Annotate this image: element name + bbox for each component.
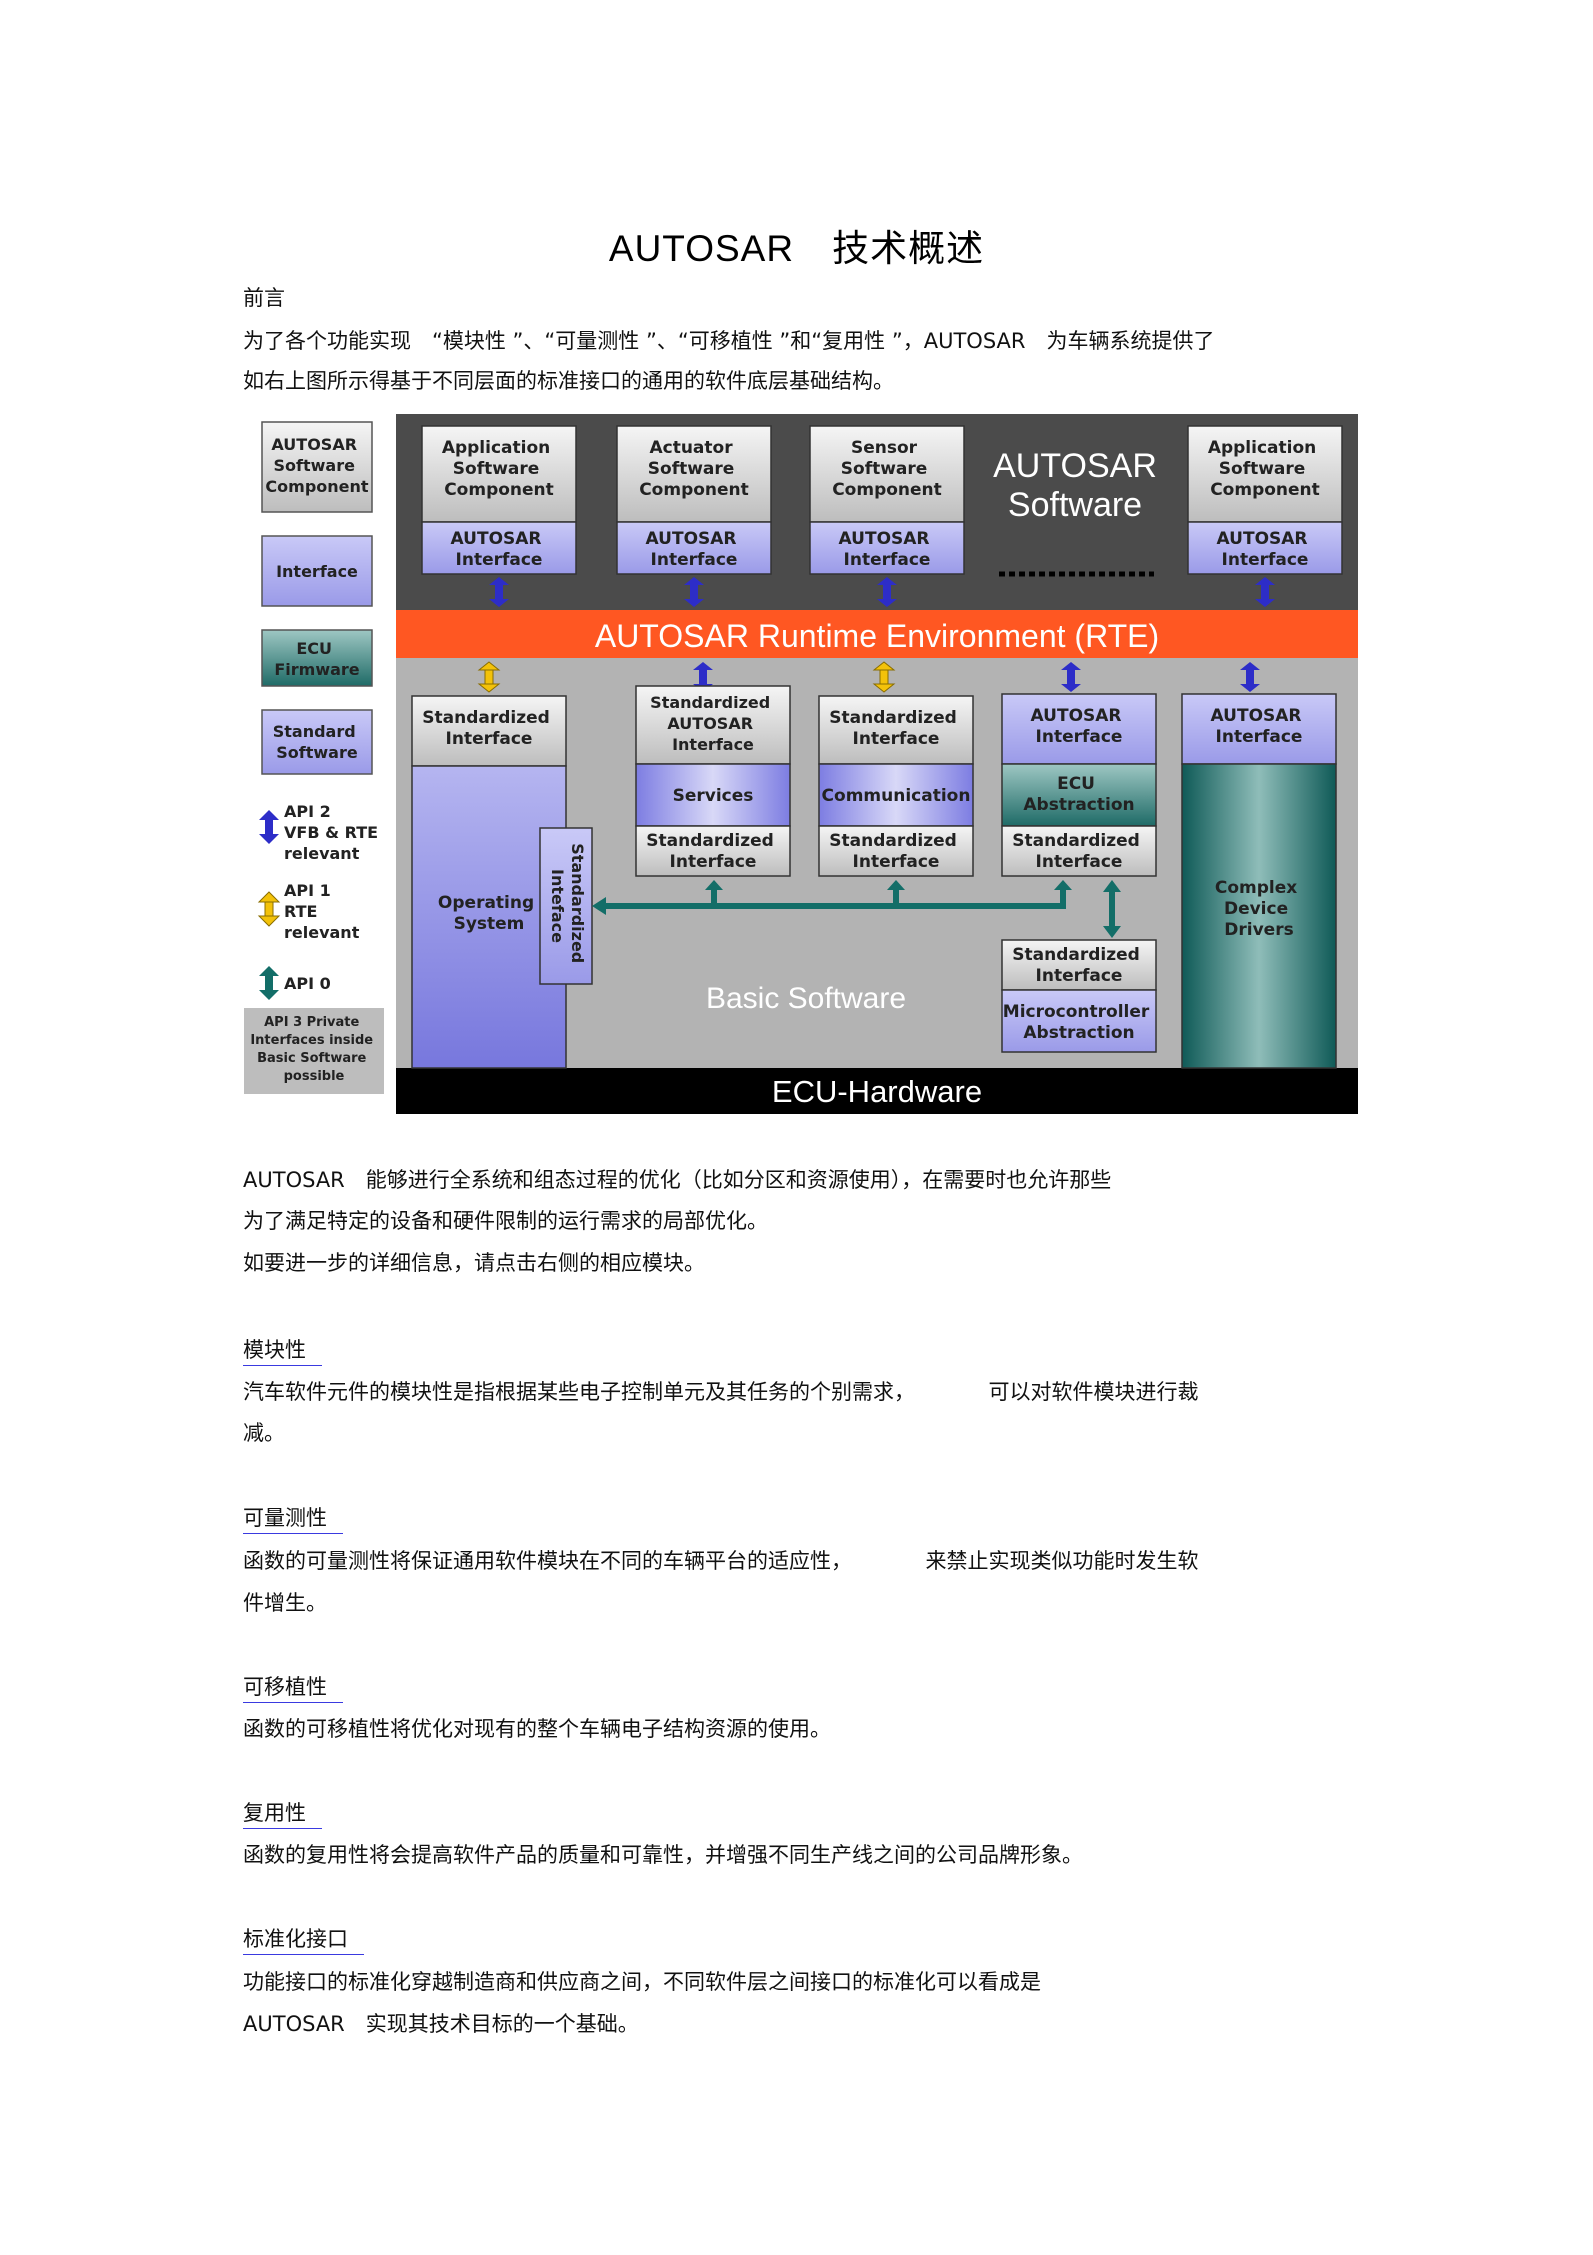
ecu-abstraction-label: ECU Abstraction [1023,774,1134,815]
section-modularity-line-2: 减。 [243,1421,285,1445]
legend: AUTOSAR Software Component Interface ECU… [244,421,384,1094]
operating-system-label: Operating System [438,893,540,934]
section-standardized-interfaces-line-2: AUTOSAR 实现其技术目标的一个基础。 [243,2012,639,2036]
microcontroller-abstraction-block: Standardized Interface Microcontroller A… [1001,939,1157,1053]
svg-text:Standardized Interface: Standardized Interface [829,708,962,749]
legend-api1-label: API 1 RTE relevant [284,881,360,942]
sensor-swc: Sensor Software Component AUTOSAR Interf… [809,425,965,575]
services-column: Standardized AUTOSAR Interface Services … [635,685,791,877]
preface-heading: 前言 [243,286,285,310]
svg-text:Standardized Interface: Standardized Interface [1012,945,1145,986]
ecu-abstraction-column: AUTOSAR Interface ECU Abstraction Standa… [1001,693,1157,877]
svg-text:AUTOSAR Interface: AUTOSAR Interface [1031,706,1128,747]
services-label: Services [673,786,754,806]
legend-swc-label: AUTOSAR Software Component [265,435,368,496]
section-portability-line-1: 函数的可移植性将优化对现有的整个车辆电子结构资源的使用。 [243,1717,831,1741]
section-standardized-interfaces-line-1: 功能接口的标准化穿越制造商和供应商之间，不同软件层之间接口的标准化可以看成是 [243,1970,1041,1994]
svg-text:AUTOSAR Interface: AUTOSAR Interface [1217,529,1314,570]
intro-line-1: 为了各个功能实现 “模块性 ”、“可量测性 ”、“可移植性 ”和“复用性 ”，A… [243,329,1215,353]
section-title-standardized-interfaces[interactable]: 标准化接口 [243,1924,364,1955]
svg-text:Sensor Software Co: Sensor Software Component [832,438,942,500]
intro-line-2: 如右上图所示得基于不同层面的标准接口的通用的软件底层基础结构。 [243,369,894,393]
svg-text:Standardized AUTOSAR: Standardized AUTOSAR Interface [650,693,776,754]
basic-software-label: Basic Software [706,982,906,1015]
complex-device-drivers-column: AUTOSAR Interface Complex Device Drivers [1181,693,1337,1069]
communication-column: Standardized Interface Communication Sta… [818,695,974,877]
svg-text:Standardized Interface: Standardized Interface [829,831,962,872]
svg-text:Application Software: Application Software Component [442,438,556,500]
svg-text:Standardized Interface: Standardized Interface [1012,831,1145,872]
body-line-2: 为了满足特定的设备和硬件限制的运行需求的局部优化。 [243,1209,768,1233]
rte-label: AUTOSAR Runtime Environment (RTE) [595,618,1159,654]
section-modularity-line-1: 汽车软件元件的模块性是指根据某些电子控制单元及其任务的个别需求， 可以对软件模块… [243,1380,1199,1404]
svg-text:AUTOSAR Interface: AUTOSAR Interface [646,529,743,570]
complex-device-drivers-label: Complex Device Drivers [1215,878,1303,940]
body-line-3: 如要进一步的详细信息，请点击右侧的相应模块。 [243,1251,705,1275]
legend-api3-label: API 3 Private Interfaces inside Basic So… [250,1015,377,1084]
autosar-architecture-diagram: AUTOSAR Software Component Interface ECU… [244,414,1358,1114]
api2-arrow-icon [259,810,279,844]
rte-bar [396,610,1358,658]
section-title-portability[interactable]: 可移植性 [243,1672,343,1703]
svg-text:AUTOSAR Interface: AUTOSAR Interface [451,529,548,570]
ecu-hardware-label: ECU-Hardware [772,1074,982,1109]
section-reusability-line-1: 函数的复用性将会提高软件产品的质量和可靠性，并增强不同生产线之间的公司品牌形象。 [243,1843,1083,1867]
api0-arrow-icon [259,966,279,1000]
api1-arrow-icon [257,891,281,927]
microcontroller-abstraction-label: Microcontroller Abstraction [1003,1002,1155,1043]
body-line-1: AUTOSAR 能够进行全系统和组态过程的优化（比如分区和资源使用），在需要时也… [243,1168,1112,1192]
app-swc-1: Application Software Component AUTOSAR I… [421,425,577,575]
app-swc-2: Application Software Component AUTOSAR I… [1187,425,1343,575]
legend-standard-software-label: Standard Software [273,722,362,762]
section-title-modularity[interactable]: 模块性 [243,1335,322,1366]
communication-label: Communication [822,786,971,806]
section-scalability-line-1: 函数的可量测性将保证通用软件模块在不同的车辆平台的适应性， 来禁止实现类似功能时… [243,1549,1199,1573]
autosar-software-label-1: AUTOSAR [993,447,1157,485]
actuator-swc: Actuator Software Component AUTOSAR Inte… [616,425,772,575]
legend-api0-label: API 0 [284,974,331,993]
legend-ecu-firmware-label: ECU Firmware [274,639,359,679]
svg-text:Actuator Software: Actuator Software Component [639,438,749,500]
operating-system-column: Standardized Interface Operating System … [411,695,593,1069]
section-title-reusability[interactable]: 复用性 [243,1798,322,1829]
autosar-software-label-2: Software [1008,486,1142,524]
api0-connections [592,880,1121,938]
svg-text:Application Software: Application Software Component [1208,438,1322,500]
section-scalability-line-2: 件增生。 [243,1591,327,1615]
svg-text:Standardized Interface: Standardized Interface [646,831,779,872]
legend-api2-label: API 2 VFB & RTE relevant [284,802,384,863]
page-title: AUTOSAR 技术概述 [608,228,985,269]
svg-text:AUTOSAR Interface: AUTOSAR Interface [1211,706,1308,747]
std-inteface-vertical-label: Standardized Inteface [548,843,587,969]
api2-arrows-top [489,577,1275,607]
svg-text:Standardized Interface: Standardized Interface [422,708,555,749]
api1-arrows-bottom [477,661,896,693]
legend-interface-label: Interface [276,562,358,581]
ecu-hardware-bar [396,1068,1358,1114]
svg-text:AUTOSAR Interface: AUTOSAR Interface [839,529,936,570]
section-title-scalability[interactable]: 可量测性 [243,1503,343,1534]
